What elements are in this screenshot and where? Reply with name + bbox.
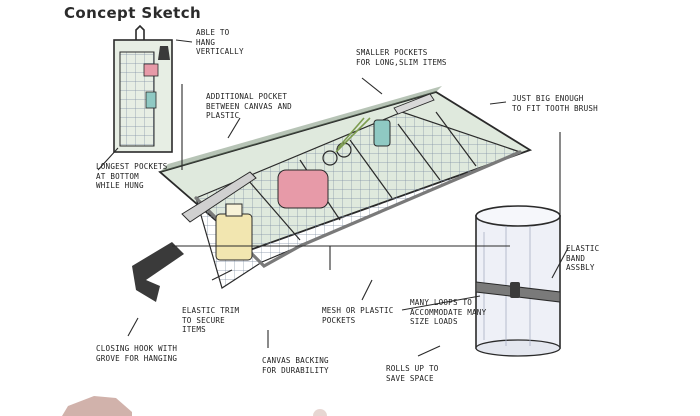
annotation-elastic-trim: ELASTIC TRIM TO SECURE ITEMS bbox=[182, 306, 240, 334]
annotation-many-loops: MANY LOOPS TO ACCOMMODATE MANY SIZE LOAD… bbox=[410, 298, 487, 326]
canvas-edge bbox=[160, 86, 442, 172]
hanging-cap-icon bbox=[158, 46, 170, 60]
annotation-hang-vertically: ABLE TO HANG VERTICALLY bbox=[196, 28, 244, 56]
hanging-teal-item bbox=[145, 91, 157, 109]
toothbrush-item bbox=[393, 93, 435, 115]
scissors-ring-left bbox=[322, 150, 338, 166]
roll-top bbox=[475, 205, 561, 227]
annotation-rolls-up: ROLLS UP TO SAVE SPACE bbox=[386, 364, 439, 383]
roll-bottom bbox=[475, 339, 561, 357]
annotation-elastic-band: ELASTIC BAND ASSBLY bbox=[566, 244, 600, 272]
annotation-longest-pockets: LONGEST POCKETS AT BOTTOM WHILE HUNG bbox=[96, 162, 168, 190]
scissors-blades bbox=[335, 117, 371, 153]
annotation-closing-hook: CLOSING HOOK WITH GROVE FOR HANGING bbox=[96, 344, 178, 363]
annotation-smaller-pockets: SMALLER POCKETS FOR LONG,SLIM ITEMS bbox=[356, 48, 447, 67]
bottle-cap bbox=[225, 203, 243, 217]
pink-container-item bbox=[277, 169, 329, 209]
annotation-toothbrush: JUST BIG ENOUGH TO FIT TOOTH BRUSH bbox=[512, 94, 598, 113]
footer-ornament bbox=[62, 396, 327, 416]
closing-hook bbox=[132, 242, 184, 302]
unrolled-organizer bbox=[132, 86, 533, 302]
rolled-organizer bbox=[475, 205, 561, 357]
hanging-organizer bbox=[113, 24, 173, 153]
annotation-leaders bbox=[97, 39, 569, 357]
annotation-canvas-backing: CANVAS BACKING FOR DURABILITY bbox=[262, 356, 329, 375]
bottle-item bbox=[215, 213, 253, 261]
annotation-additional-pocket: ADDITIONAL POCKET BETWEEN CANVAS AND PLA… bbox=[206, 92, 292, 120]
mesh-pockets bbox=[195, 111, 522, 289]
hanging-hook-icon bbox=[135, 24, 145, 40]
comb-item bbox=[181, 171, 257, 223]
sketch-heading: Concept Sketch bbox=[64, 4, 202, 22]
band-buckle bbox=[510, 282, 520, 298]
teal-bottle-item bbox=[373, 119, 391, 147]
annotation-mesh-pockets: MESH OR PLASTIC POCKETS bbox=[322, 306, 394, 325]
hanging-pink-item bbox=[143, 63, 159, 77]
